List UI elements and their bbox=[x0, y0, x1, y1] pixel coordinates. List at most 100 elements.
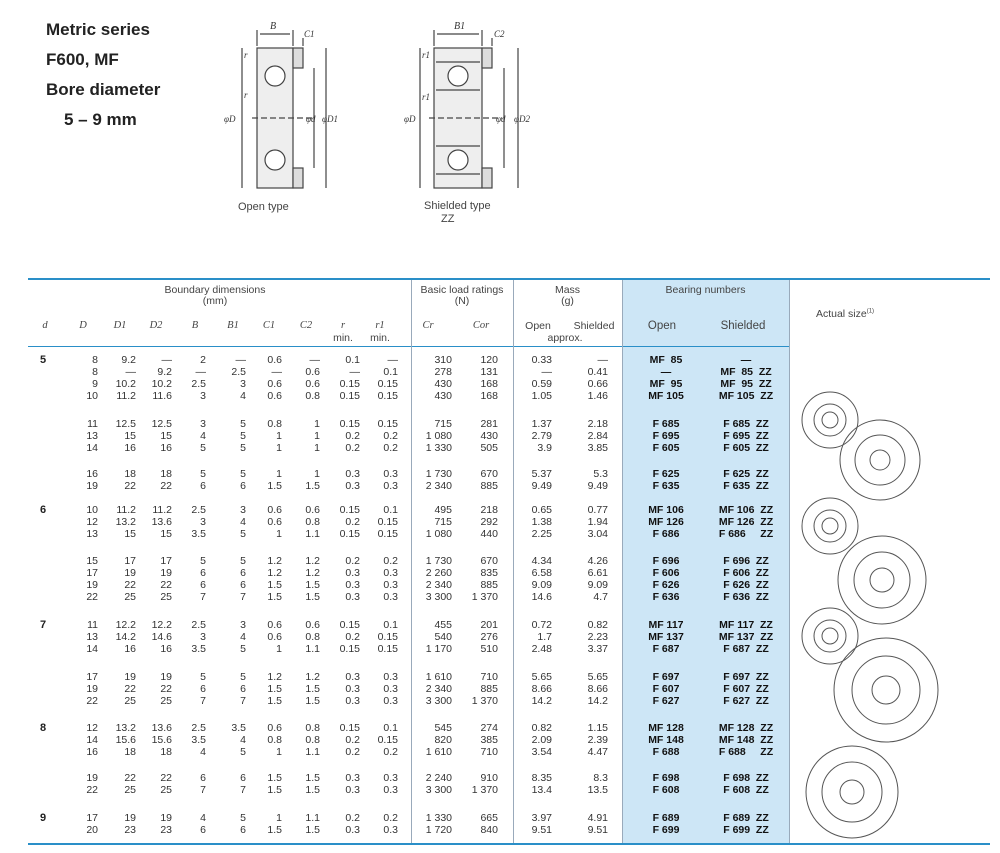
cell-c2: 1 bbox=[314, 430, 320, 442]
cell-c2: 1.1 bbox=[305, 643, 320, 655]
cell-d2: 11.6 bbox=[152, 390, 172, 402]
cell-cr: 2 340 bbox=[425, 683, 452, 695]
cell-m-open: 8.35 bbox=[531, 772, 552, 784]
cell-cor: 1 370 bbox=[471, 591, 498, 603]
bearing-number-open: F 686 bbox=[652, 528, 680, 540]
cell-r1: 0.3 bbox=[383, 468, 398, 480]
cell-d2: — bbox=[161, 354, 173, 366]
cell-c2: 0.6 bbox=[305, 504, 320, 516]
cell-b1: 5 bbox=[240, 746, 246, 758]
cell-d2: 22 bbox=[160, 683, 172, 695]
cell-c2: 1.5 bbox=[305, 480, 320, 492]
cell-r: 0.15 bbox=[339, 504, 360, 516]
cell-cr: 1 730 bbox=[425, 468, 452, 480]
cell-d2: 14.6 bbox=[151, 631, 172, 643]
cell-b1: 5 bbox=[240, 671, 246, 683]
bearing-number-shielded: MF 126 ZZ bbox=[718, 516, 774, 528]
cell-r: 0.15 bbox=[339, 722, 360, 734]
cell-d: 11 bbox=[87, 619, 98, 631]
cell-m-open: 4.34 bbox=[531, 555, 552, 567]
cell-cr: 1 080 bbox=[425, 430, 452, 442]
cell-m-open: 1.05 bbox=[531, 390, 552, 402]
cell-cor: 710 bbox=[480, 746, 498, 758]
cell-d1: 22 bbox=[124, 683, 136, 695]
cell-r: 0.2 bbox=[345, 516, 360, 528]
cell-m-open: 0.59 bbox=[531, 378, 552, 390]
cell-b1: 5 bbox=[240, 528, 246, 540]
cell-c1: 1.5 bbox=[267, 824, 282, 836]
cell-m-sh: 0.66 bbox=[587, 378, 608, 390]
cell-cr: 495 bbox=[434, 504, 452, 516]
cell-r1: 0.3 bbox=[383, 683, 398, 695]
dim-d-label: φd bbox=[306, 114, 316, 124]
cell-r: 0.3 bbox=[345, 480, 360, 492]
cell-m-open: 1.38 bbox=[531, 516, 552, 528]
cell-b: 6 bbox=[200, 683, 206, 695]
cell-r: 0.2 bbox=[345, 555, 360, 567]
cell-d1: 13.2 bbox=[115, 722, 136, 734]
cell-b1: 7 bbox=[240, 591, 246, 603]
cell-cr: 1 330 bbox=[425, 442, 452, 454]
cell-cr: 1 080 bbox=[425, 528, 452, 540]
bearing-number-shielded: F 608 ZZ bbox=[723, 784, 769, 796]
cell-cr: 2 260 bbox=[425, 567, 452, 579]
bearing-header: Bearing numbers bbox=[665, 284, 746, 296]
cell-b1: 6 bbox=[240, 579, 246, 591]
cell-cor: 281 bbox=[480, 418, 498, 430]
cell-cor: 274 bbox=[480, 722, 498, 734]
cell-c2: 1.5 bbox=[305, 591, 320, 603]
bearing-number-open: F 606 bbox=[652, 567, 680, 579]
load-header: Basic load ratings bbox=[420, 284, 504, 296]
cell-cr: 278 bbox=[434, 366, 452, 378]
divider-4 bbox=[789, 280, 790, 843]
cell-cr: 3 300 bbox=[425, 784, 452, 796]
title-line3: Bore diameter bbox=[46, 80, 161, 99]
col-C1: C1 bbox=[262, 320, 276, 331]
bearing-number-shielded: MF 105 ZZ bbox=[718, 390, 774, 402]
cell-m-open: 1.7 bbox=[537, 631, 552, 643]
cell-d: 16 bbox=[86, 746, 98, 758]
bearing-number-open: F 685 bbox=[652, 418, 680, 430]
col-mass-shielded: Shielded bbox=[573, 320, 615, 332]
cell-b1: 6 bbox=[240, 567, 246, 579]
cell-d: 14 bbox=[86, 734, 98, 746]
cell-c2: 1.2 bbox=[305, 671, 320, 683]
bearing-number-shielded: F 625 ZZ bbox=[723, 468, 769, 480]
cell-r1: 0.3 bbox=[383, 784, 398, 796]
bore-diameter-group: 6 bbox=[40, 504, 47, 516]
bearing-number-shielded: F 695 ZZ bbox=[723, 430, 769, 442]
cell-cr: 820 bbox=[434, 734, 452, 746]
cell-c2: 1.2 bbox=[305, 567, 320, 579]
actual-size-drawings bbox=[801, 391, 939, 839]
open-type-diagram: B C1 r r φD φd φD1 bbox=[224, 21, 338, 189]
cell-d: 8 bbox=[92, 354, 98, 366]
bearing-number-shielded: F 607 ZZ bbox=[723, 683, 769, 695]
cell-d1: 19 bbox=[124, 671, 136, 683]
cell-r1: 0.15 bbox=[377, 516, 398, 528]
cell-d2: 9.2 bbox=[157, 366, 172, 378]
cell-cor: 168 bbox=[480, 390, 498, 402]
cell-b: 6 bbox=[200, 824, 206, 836]
cell-b1: 3 bbox=[240, 619, 246, 631]
bearing-number-shielded: MF 128 ZZ bbox=[718, 722, 774, 734]
cell-d1: 12.5 bbox=[115, 418, 136, 430]
cell-m-sh: 4.47 bbox=[587, 746, 608, 758]
dim-r1-label: r1 bbox=[422, 50, 430, 60]
cell-cr: 1 610 bbox=[425, 671, 452, 683]
cell-d: 14 bbox=[86, 643, 98, 655]
cell-c1: 1.2 bbox=[267, 567, 282, 579]
dim-r2-label: r bbox=[244, 90, 248, 100]
cell-d: 20 bbox=[86, 824, 98, 836]
cell-d1: 19 bbox=[124, 567, 136, 579]
title-line1: Metric series bbox=[46, 20, 150, 39]
cell-cor: 1 370 bbox=[471, 784, 498, 796]
cell-d1: 16 bbox=[124, 643, 136, 655]
cell-r: 0.3 bbox=[345, 567, 360, 579]
col-r1-min: min. bbox=[370, 332, 390, 344]
cell-c2: 1.5 bbox=[305, 695, 320, 707]
cell-b: 6 bbox=[200, 772, 206, 784]
cell-c2: 0.6 bbox=[305, 366, 320, 378]
cell-m-sh: 14.2 bbox=[587, 695, 608, 707]
cell-d: 9 bbox=[92, 378, 98, 390]
cell-c2: 1 bbox=[314, 442, 320, 454]
